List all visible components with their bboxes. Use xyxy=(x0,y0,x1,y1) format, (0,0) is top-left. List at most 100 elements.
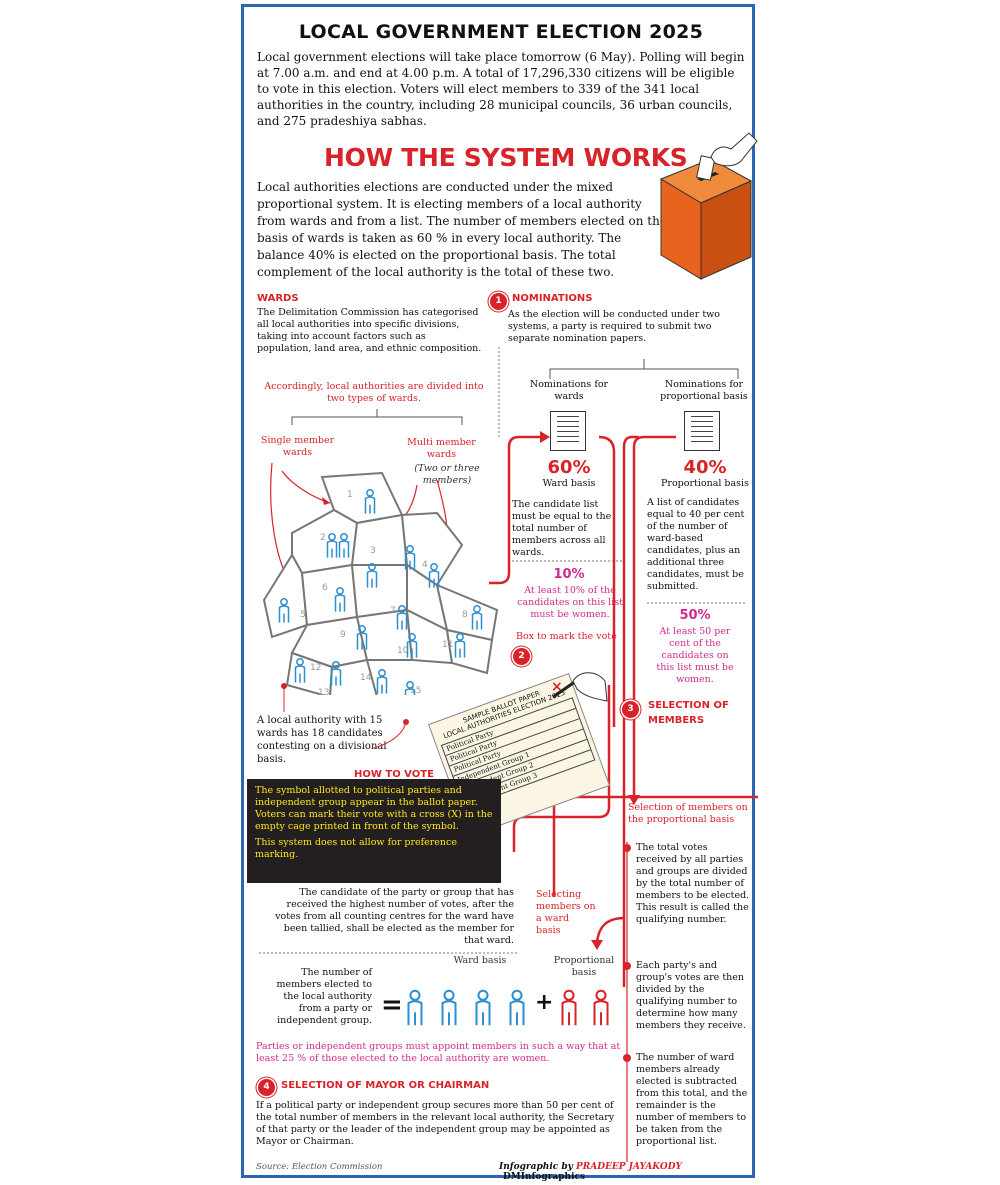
nominations-bracket xyxy=(549,359,739,379)
dotted-divider xyxy=(259,952,519,954)
prop-bullet-1: The total votes received by all parties … xyxy=(636,842,750,925)
box-to-mark-label: Box to mark the vote xyxy=(516,631,617,642)
svg-text:=: = xyxy=(381,990,403,1020)
ward-map: 1 2 3 4 5 6 7 8 9 10 11 12 13 14 15 xyxy=(262,409,499,695)
person-icon xyxy=(278,598,290,623)
person-icon xyxy=(294,658,306,683)
ward-label-7: 7 xyxy=(390,606,396,616)
ward-label-1: 1 xyxy=(347,490,353,500)
person-icon xyxy=(404,681,416,695)
single-member-label: Single member wards xyxy=(260,435,335,458)
person-icon xyxy=(376,669,388,694)
multi-member-label: Multi member wards xyxy=(407,437,476,460)
bullet-line xyxy=(623,842,631,1162)
ward-label-12: 12 xyxy=(310,663,321,673)
person-icon xyxy=(326,533,338,558)
step-2-badge: 2 xyxy=(513,648,530,665)
total-members-text: The number of members elected to the loc… xyxy=(276,967,372,1026)
ward-label-14: 14 xyxy=(360,673,372,683)
prop-basis-label: Proportional basis xyxy=(661,478,749,489)
step-3-badge: 3 xyxy=(622,701,639,718)
person-icon xyxy=(441,989,457,1026)
nominations-heading: NOMINATIONS xyxy=(512,293,593,304)
prop-selection-heading: Selection of members on the proportional… xyxy=(628,802,748,825)
person-icon xyxy=(364,489,376,514)
hand-pen-icon: × xyxy=(551,672,608,702)
ward-label-13: 13 xyxy=(318,688,329,695)
person-icon xyxy=(471,605,483,630)
nominations-text: As the election will be conducted under … xyxy=(508,309,721,344)
source-note: Source: Election Commission xyxy=(256,1162,383,1172)
person-icon xyxy=(366,563,378,588)
how-to-vote-box: The symbol allotted to political parties… xyxy=(247,779,501,883)
ward-method-text: The candidate of the party or group that… xyxy=(275,887,514,946)
intro-text: Local government elections will take pla… xyxy=(257,50,745,128)
ward-list-text: The candidate list must be equal to the … xyxy=(512,499,612,558)
brand-logo: DMInfographics xyxy=(503,1172,586,1182)
prop-list-text: A list of candidates equal to 40 per cen… xyxy=(647,497,745,592)
wards-heading: WARDS xyxy=(257,293,299,304)
selecting-ward-label: Selecting members on a ward basis xyxy=(536,889,596,936)
mayor-heading: SELECTION OF MAYOR OR CHAIRMAN xyxy=(281,1080,490,1091)
no-preference-text: This system does not allow for preferenc… xyxy=(255,837,457,860)
person-icon xyxy=(406,633,418,658)
person-icon xyxy=(404,545,416,570)
ward-percentage: 60% xyxy=(547,457,591,478)
credit: Infographic by PRADEEP JAYAKODY DMInfogr… xyxy=(499,1162,752,1182)
person-icon xyxy=(330,661,342,686)
how-system-works-heading: HOW THE SYSTEM WORKS xyxy=(324,143,688,172)
person-icon xyxy=(396,605,408,630)
ward-label-10: 10 xyxy=(397,646,409,656)
ward-label-2: 2 xyxy=(320,533,326,543)
infographic-frame: LOCAL GOVERNMENT ELECTION 2025 Local gov… xyxy=(241,4,758,1182)
ballot-box-icon xyxy=(659,132,758,280)
ward-nomination-document-icon xyxy=(550,411,586,451)
wards-text: The Delimitation Commission has categori… xyxy=(257,307,482,354)
credit-name: PRADEEP JAYAKODY xyxy=(576,1162,682,1172)
ward-basis-label: Ward basis xyxy=(542,478,596,489)
caption-arrows xyxy=(281,683,409,749)
person-icon xyxy=(593,989,609,1026)
prop-bullet-3: The number of ward members already elect… xyxy=(636,1052,748,1147)
person-icon xyxy=(356,625,368,650)
ward-women-percentage: 10% xyxy=(553,567,585,582)
person-icon xyxy=(475,989,491,1026)
ward-label-9: 9 xyxy=(340,630,346,640)
ward-label-5: 5 xyxy=(300,610,306,620)
dotted-divider xyxy=(498,347,500,437)
person-icon xyxy=(334,587,346,612)
ward-basis-people-label: Ward basis xyxy=(453,955,507,966)
person-icon xyxy=(454,633,466,658)
ward-label-15: 15 xyxy=(410,686,421,695)
step-1-badge: 1 xyxy=(490,293,507,310)
curve-arrow xyxy=(591,916,626,950)
women-quota-note: Parties or independent groups must appoi… xyxy=(256,1041,621,1064)
nominations-wards-label: Nominations for wards xyxy=(529,379,609,402)
prop-women-percentage: 50% xyxy=(679,608,711,623)
nominations-prop-label: Nominations for proportional basis xyxy=(660,379,748,402)
person-icon xyxy=(561,989,577,1026)
person-icon xyxy=(338,533,350,558)
ward-label-3: 3 xyxy=(370,546,376,556)
selection-heading: SELECTION OF MEMBERS xyxy=(648,700,729,726)
prop-basis-people-label: Proportional basis xyxy=(553,955,615,978)
page-title: LOCAL GOVERNMENT ELECTION 2025 xyxy=(298,21,704,43)
how-to-vote-heading: HOW TO VOTE xyxy=(354,769,434,780)
how-system-works-text: Local authorities elections are conducte… xyxy=(257,180,667,279)
person-icon xyxy=(509,989,525,1026)
wards-divided-text: Accordingly, local authorities are divid… xyxy=(264,381,484,404)
dotted-divider xyxy=(647,602,747,604)
person-icon xyxy=(407,989,423,1026)
ward-label-4: 4 xyxy=(422,560,428,570)
ward-women-text: At least 10% of the candidates on this l… xyxy=(517,585,623,620)
svg-text:×: × xyxy=(551,679,563,695)
ward-label-6: 6 xyxy=(322,583,328,593)
members-equation: = + xyxy=(381,989,609,1026)
multi-member-note: (Two or three members) xyxy=(414,463,480,486)
credit-prefix: Infographic by xyxy=(499,1162,573,1172)
prop-percentage: 40% xyxy=(683,457,727,478)
prop-bullet-2: Each party's and group's votes are then … xyxy=(636,960,746,1031)
prop-women-text: At least 50 per cent of the candidates o… xyxy=(656,626,734,685)
flow-arrows xyxy=(489,431,758,987)
svg-text:+: + xyxy=(535,990,553,1015)
